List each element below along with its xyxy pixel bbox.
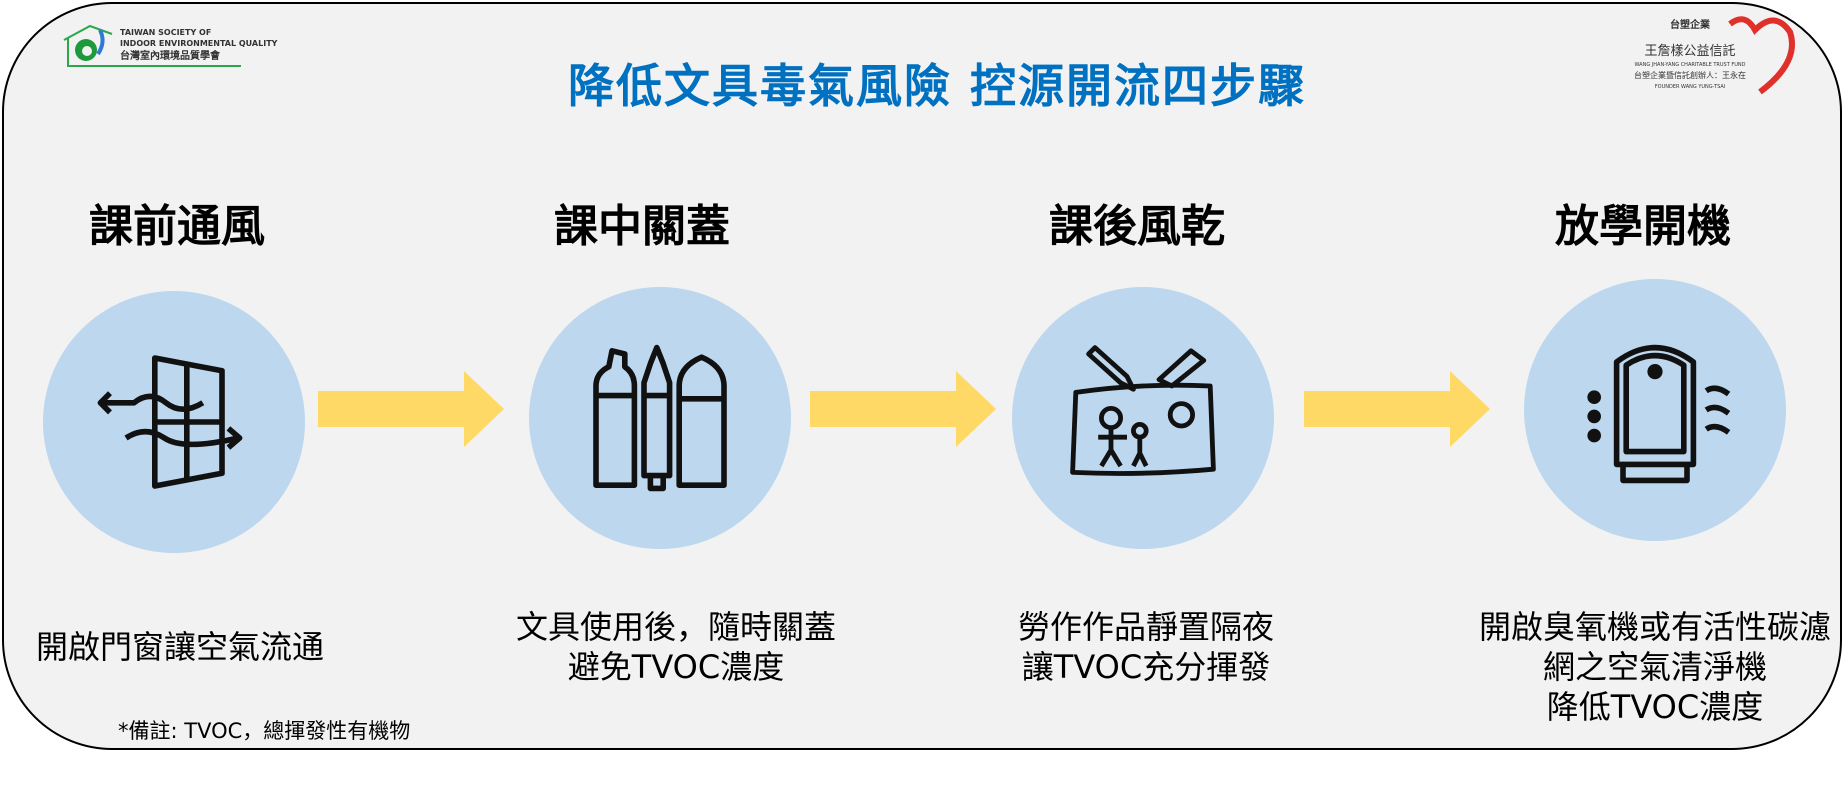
next-arrow-icon: [810, 371, 996, 447]
step-description: 文具使用後，隨時關蓋 避免TVOC濃度: [515, 608, 836, 686]
trust-fund-logo: 台塑企業 王詹樣公益信託 WANG JHAN-YANG CHARITABLE T…: [1620, 10, 1795, 100]
footnote: *備註: TVOC，總揮發性有機物: [118, 719, 411, 743]
heart-logo-icon: [1728, 16, 1795, 95]
tsieq-logo: TAIWAN SOCIETY OF INDOOR ENVIRONMENTAL Q…: [62, 22, 277, 78]
step-heading: 放學開機: [1555, 201, 1731, 252]
step-description: 開啟門窗讓空氣流通: [35, 628, 324, 666]
step-heading: 課前通風: [89, 201, 265, 252]
step-heading: 課後風乾: [1049, 201, 1225, 252]
markers-icon: [593, 344, 727, 492]
next-arrow-icon: [318, 371, 504, 447]
page-title: 降低文具毒氣風險 控源開流四步驟: [567, 59, 1306, 113]
step-circle: [529, 287, 791, 549]
house-logo-icon: [63, 24, 118, 67]
step-description: 勞作作品靜置隔夜 讓TVOC充分揮發: [1017, 608, 1274, 686]
step-heading: 課中關蓋: [554, 201, 730, 252]
window-airflow-icon: [97, 355, 243, 489]
step-description: 開啟臭氧機或有活性碳濾 網之空氣清淨機 降低TVOC濃度: [1478, 608, 1831, 726]
step-circle: [1524, 279, 1786, 541]
step-circle: [43, 291, 305, 553]
next-arrow-icon: [1304, 371, 1490, 447]
air-purifier-icon: [1587, 344, 1731, 484]
step-circle: [1012, 287, 1274, 549]
drawing-board-icon: [1070, 345, 1216, 476]
